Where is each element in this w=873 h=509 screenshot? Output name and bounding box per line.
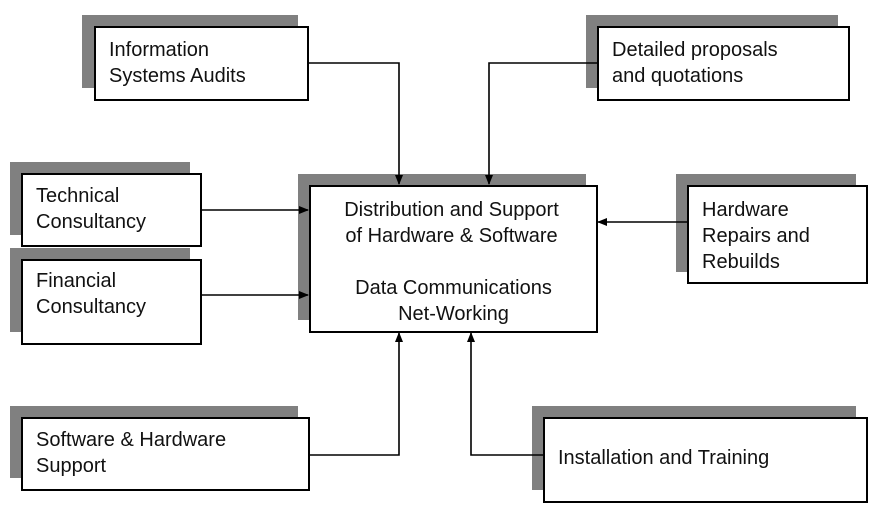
node-technical: Technical Consultancy bbox=[21, 173, 202, 247]
node-info-audits: Information Systems Audits bbox=[94, 26, 309, 101]
center-line-3: Data Communications bbox=[355, 277, 552, 299]
node-hardware-repairs: Hardware Repairs and Rebuilds bbox=[687, 185, 868, 284]
node-label: Detailed proposals and quotations bbox=[612, 39, 778, 87]
arrow-sw-hw-support-to-center bbox=[309, 332, 403, 456]
center-line-4: Net-Working bbox=[398, 303, 509, 325]
node-label: Hardware Repairs and Rebuilds bbox=[702, 199, 810, 273]
arrow-info-audits-to-center bbox=[308, 62, 403, 185]
arrow-proposals-to-center bbox=[485, 62, 597, 185]
node-label: Financial Consultancy bbox=[36, 270, 147, 318]
node-label: Installation and Training bbox=[558, 447, 770, 469]
node-proposals: Detailed proposals and quotations bbox=[597, 26, 850, 101]
node-installation: Installation and Training bbox=[543, 417, 868, 503]
node-financial: Financial Consultancy bbox=[21, 259, 202, 345]
arrow-installation-to-center bbox=[467, 332, 543, 456]
center-line-1: Distribution and Support bbox=[344, 199, 559, 221]
node-label: Technical Consultancy bbox=[36, 185, 147, 233]
node-center: Distribution and Support of Hardware & S… bbox=[309, 185, 598, 333]
node-label: Information Systems Audits bbox=[109, 39, 246, 87]
node-label: Software & Hardware Support bbox=[36, 429, 227, 477]
node-sw-hw-support: Software & Hardware Support bbox=[21, 417, 310, 491]
center-line-2: of Hardware & Software bbox=[345, 225, 558, 247]
